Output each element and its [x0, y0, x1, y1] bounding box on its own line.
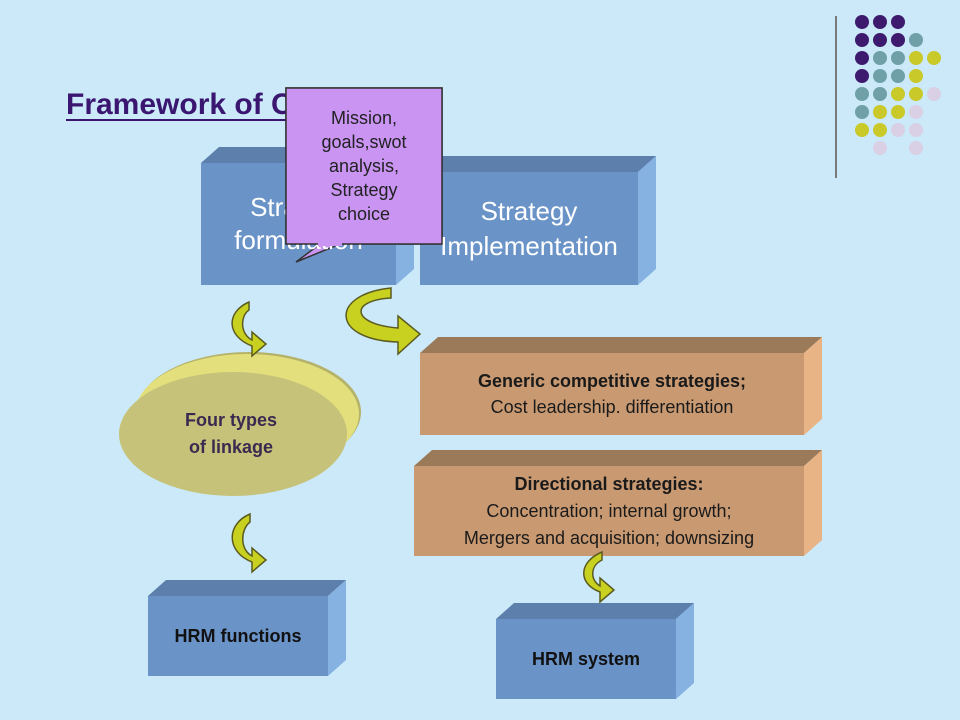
linkage-line2: of linkage — [188, 437, 273, 457]
box-directional-strategies-shape — [414, 450, 822, 556]
hrm-functions-label: HRM functions — [174, 625, 302, 646]
linkage-line1: Four types — [184, 410, 277, 430]
hrm-system-label: HRM system — [531, 648, 641, 669]
curved-arrow-formulation-to-generic — [345, 287, 422, 356]
generic-strategies-detail: Cost leadership. differentiation — [490, 397, 734, 417]
generic-strategies-box: Generic competitive strategies; Cost lea… — [420, 353, 804, 435]
curved-arrow-formulation-to-linkage — [231, 300, 268, 358]
box-strategy-implementation-shape — [420, 156, 656, 285]
strategy-implementation-box: Strategy Implementation — [420, 172, 638, 285]
hrm-functions-box: HRM functions — [148, 596, 328, 676]
callout-line-1: Mission, — [330, 108, 397, 128]
callout-line-5: choice — [337, 204, 391, 224]
directional-strategies-heading: Directional strategies: — [514, 473, 704, 494]
curved-arrow-directional-to-hrm-system — [583, 550, 616, 604]
linkage-ellipse-stack — [119, 352, 361, 496]
callout-line-4: Strategy — [330, 180, 398, 200]
dot-grid — [855, 15, 941, 155]
directional-strategies-box: Directional strategies: Concentration; i… — [414, 466, 804, 556]
callout-line-2: goals,swot — [321, 132, 407, 152]
box-hrm-system-shape — [496, 603, 694, 699]
box-generic-strategies-shape — [420, 337, 822, 435]
hrm-system-box: HRM system — [496, 619, 676, 699]
strategy-implementation-line2: Implementation — [440, 230, 618, 261]
directional-strategies-detail1: Concentration; internal growth; — [486, 500, 732, 521]
curved-arrow-linkage-to-hrm-functions — [231, 512, 268, 574]
callout-line-3: analysis, — [328, 156, 400, 176]
directional-strategies-detail2: Mergers and acquisition; downsizing — [463, 527, 755, 548]
generic-strategies-heading: Generic competitive strategies; — [477, 371, 747, 391]
callout-mission-goals: Mission, goals,swot analysis, Strategy c… — [286, 88, 442, 244]
box-hrm-functions-shape — [148, 580, 346, 676]
strategy-implementation-line1: Strategy — [480, 195, 578, 226]
four-types-of-linkage-label: Four types of linkage — [118, 372, 344, 496]
